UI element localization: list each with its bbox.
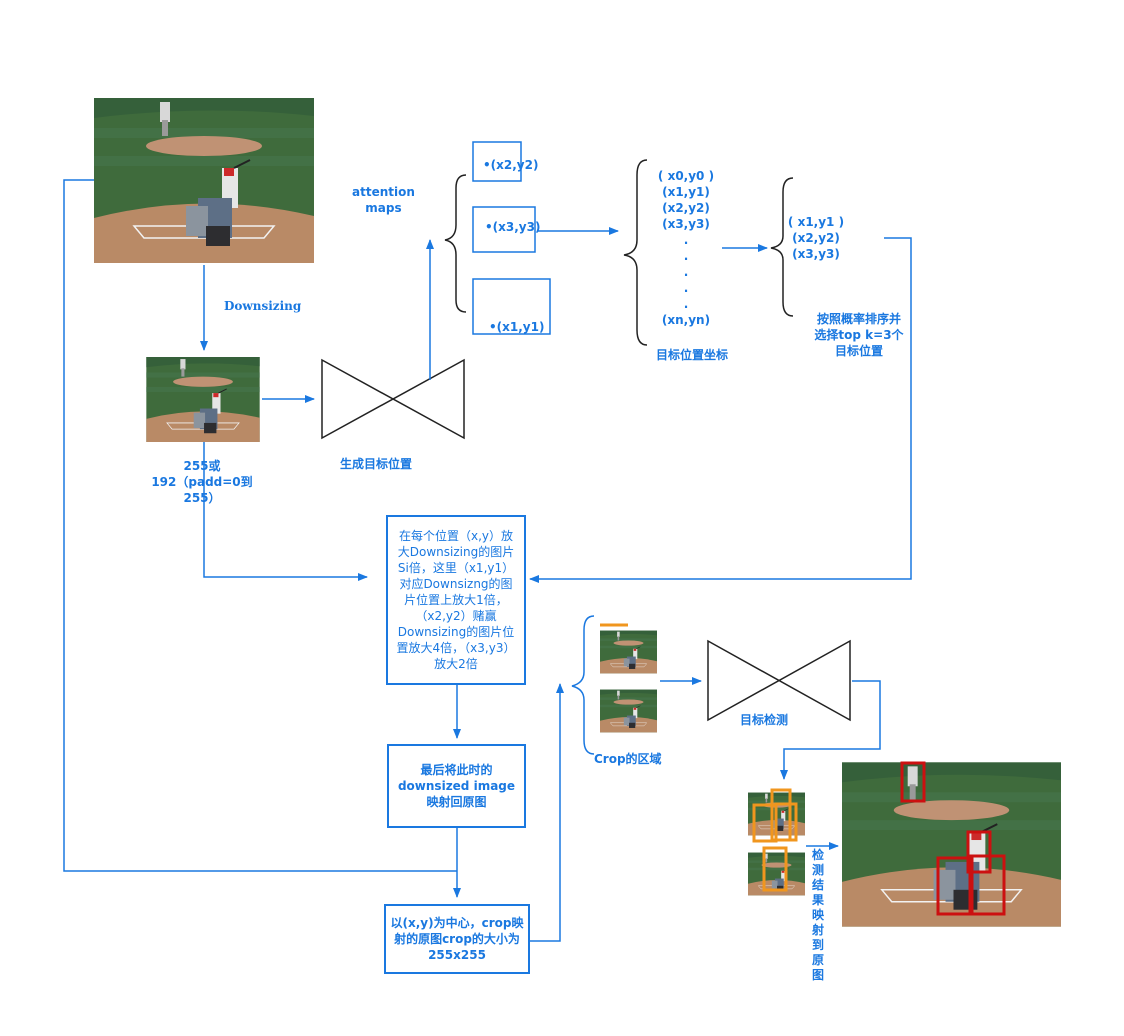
line-original-to-crop bbox=[63, 179, 457, 872]
brace-crop bbox=[571, 615, 595, 755]
crop-box: 以(x,y)为中心，crop映 射的原图crop的大小为 255x255 bbox=[384, 904, 530, 974]
arrow-topk-to-zoom bbox=[529, 237, 912, 583]
coord-item: (x3,y3) bbox=[662, 217, 710, 231]
map-back-box: 最后将此时的 downsized image 映射回原图 bbox=[387, 744, 526, 828]
crop-thumbnail-1 bbox=[600, 630, 657, 674]
map-back-result-label: 检测结果映射到原图 bbox=[807, 848, 829, 983]
zoom-box: 在每个位置（x,y）放 大Downsizing的图片 Si倍，这里（x1,y1）… bbox=[386, 515, 526, 685]
downsizing-label: Downsizing bbox=[224, 299, 302, 313]
target-coords-label: 目标位置坐标 bbox=[656, 348, 729, 362]
map-back-result-char-row: 图 bbox=[811, 968, 824, 982]
detect-box-red-1 bbox=[900, 761, 926, 803]
crop-box-text: 以(x,y)为中心，crop映 射的原图crop的大小为 255x255 bbox=[390, 916, 524, 962]
brace-attention bbox=[444, 174, 467, 313]
attention-box-3 bbox=[472, 278, 551, 335]
downsized-image bbox=[146, 357, 260, 442]
coord-item: . bbox=[683, 233, 689, 247]
arrow-detection-to-thumbs bbox=[780, 680, 881, 780]
detect-box-red-4 bbox=[968, 854, 1006, 916]
network-hourglass-2 bbox=[707, 639, 851, 722]
attention-box-2 bbox=[472, 206, 536, 253]
size-note: 255或 192（padd=0到 255） bbox=[151, 459, 253, 505]
detect-box-orange-3 bbox=[774, 802, 798, 842]
attention-box-1 bbox=[472, 141, 522, 182]
topk-item: (x2,y2) bbox=[792, 231, 840, 245]
brace-topk bbox=[770, 177, 794, 317]
attention-maps-label: attention maps bbox=[352, 185, 415, 215]
map-back-text: 最后将此时的 downsized image 映射回原图 bbox=[397, 763, 516, 809]
topk-note: 按照概率排序并 选择top k=3个 目标位置 bbox=[814, 312, 904, 358]
coord-item: ( x0,y0 ) bbox=[657, 169, 715, 183]
map-back-result-char-row: 检测 bbox=[811, 848, 824, 877]
crop-region-label: Crop的区域 bbox=[594, 752, 662, 766]
network-hourglass-1 bbox=[321, 358, 465, 440]
map-back-result-char-row: 结果 bbox=[811, 878, 824, 907]
coord-item: . bbox=[683, 249, 689, 263]
topk-item: (x3,y3) bbox=[792, 247, 840, 261]
topk-item: ( x1,y1 ) bbox=[787, 215, 845, 229]
brace-coords bbox=[623, 159, 648, 346]
map-back-result-char-row: 映射 bbox=[811, 908, 824, 937]
coord-item: (x2,y2) bbox=[662, 201, 710, 215]
coord-list: ( x0,y0 ) (x1,y1) (x2,y2) (x3,y3) . . . … bbox=[646, 168, 726, 328]
arrow-crop-to-region bbox=[530, 683, 564, 942]
coord-item: . bbox=[683, 297, 689, 311]
target-detection-label: 目标检测 bbox=[740, 713, 789, 727]
map-back-result-char-row: 到原 bbox=[811, 938, 824, 967]
point-x1y1: •(x1,y1) bbox=[489, 320, 545, 334]
coord-item: . bbox=[683, 281, 689, 295]
result-image bbox=[842, 762, 1061, 927]
crop-thumbnail-2 bbox=[600, 689, 657, 733]
zoom-box-text: 在每个位置（x,y）放 大Downsizing的图片 Si倍，这里（x1,y1）… bbox=[396, 529, 516, 671]
coord-item: . bbox=[683, 265, 689, 279]
original-image bbox=[94, 98, 314, 263]
point-x2y2: •(x2,y2) bbox=[483, 158, 539, 172]
coord-item: (xn,yn) bbox=[661, 313, 711, 327]
detect-box-red-3 bbox=[936, 856, 974, 916]
coord-item: (x1,y1) bbox=[662, 185, 710, 199]
generate-target-label: 生成目标位置 bbox=[340, 457, 413, 471]
arrow-downsized-to-zoom bbox=[203, 442, 368, 581]
topk-list: ( x1,y1 ) (x2,y2) (x3,y3) bbox=[786, 214, 846, 262]
point-x3y3: •(x3,y3) bbox=[485, 220, 541, 234]
detect-box-red-2 bbox=[966, 830, 992, 874]
detect-box-orange-4 bbox=[762, 846, 788, 892]
